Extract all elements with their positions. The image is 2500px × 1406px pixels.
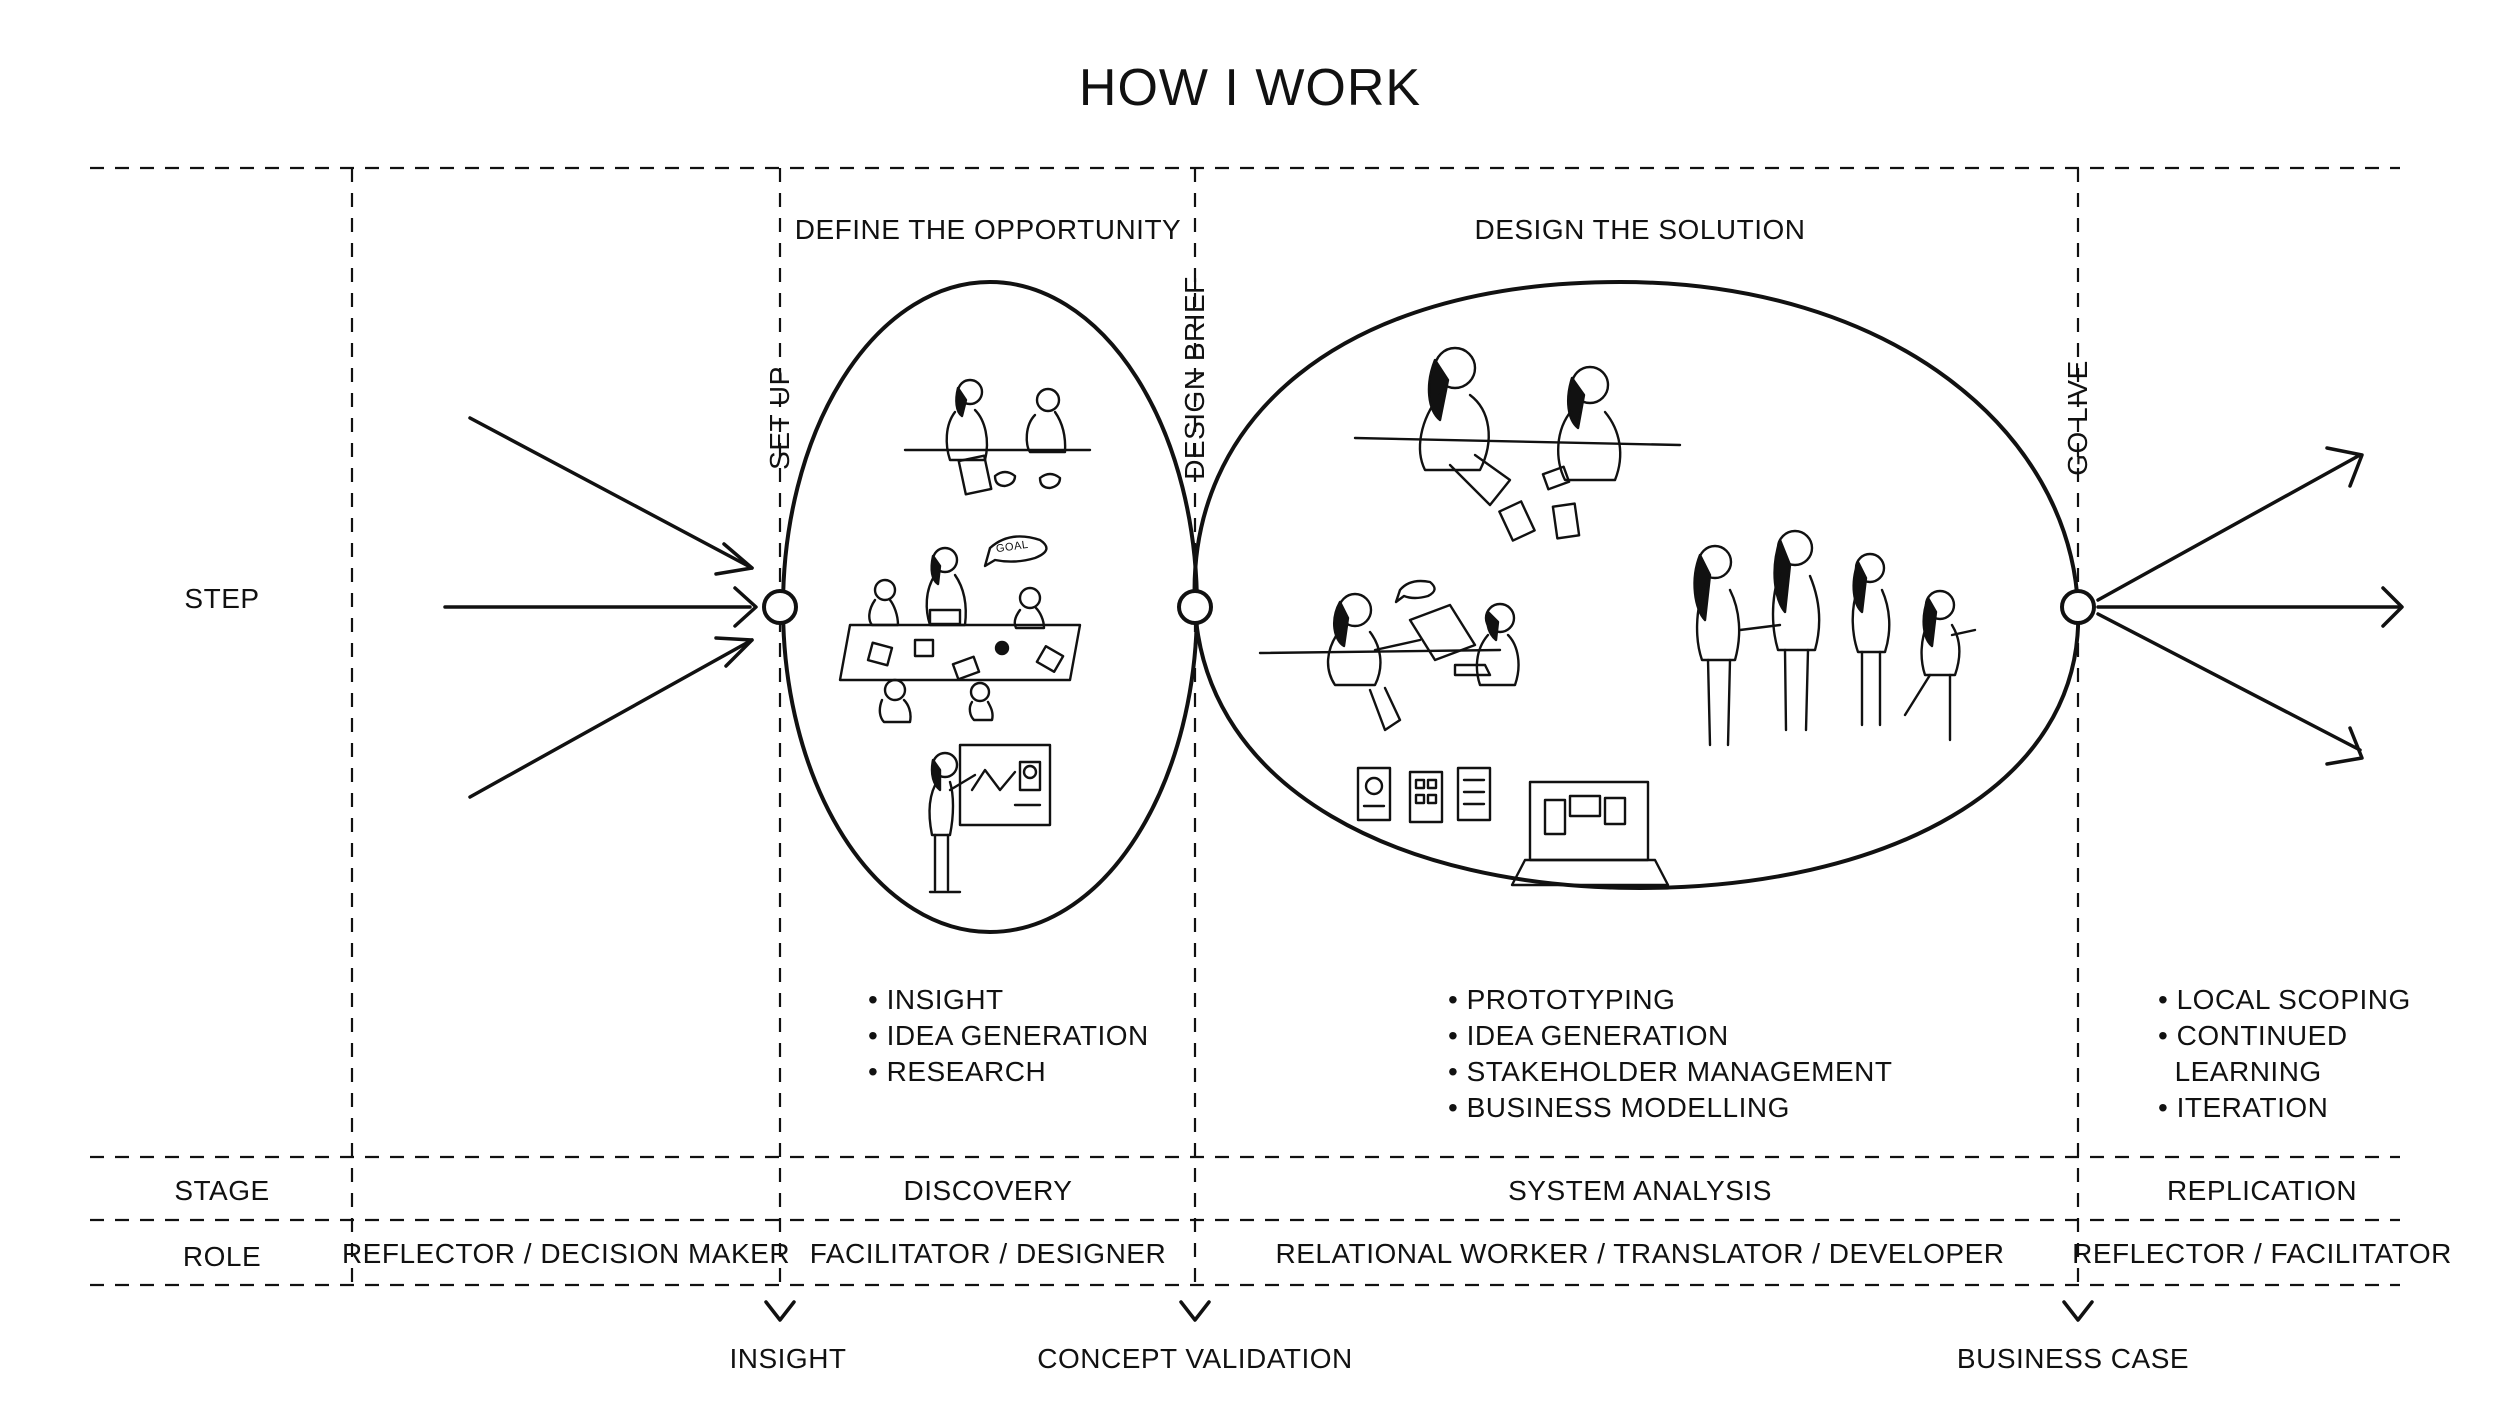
diverging-arrows (2096, 446, 2404, 766)
activity-item: INSIGHT (868, 982, 1149, 1018)
sketch-laptop-meeting (1258, 579, 1520, 732)
activity-item: ITERATION (2158, 1090, 2411, 1126)
role-pre: REFLECTOR / DECISION MAKER (341, 1238, 791, 1269)
gate-go-live-node (2060, 589, 2096, 625)
activity-item: IDEA GENERATION (868, 1018, 1149, 1054)
activity-item: PROTOTYPING (1448, 982, 1892, 1018)
stage-discovery: DISCOVERY (903, 1175, 1073, 1206)
stage-system-analysis: SYSTEM ANALYSIS (1508, 1175, 1772, 1206)
discovery-activities: INSIGHT IDEA GENERATION RESEARCH (868, 982, 1149, 1090)
sketch-standing-group (1693, 529, 1977, 747)
milestone-business-case: BUSINESS CASE (1956, 1343, 2190, 1374)
gate-design-brief-node (1177, 589, 1213, 625)
sketch-conversation-table (903, 378, 1092, 496)
row-label-role: ROLE (182, 1241, 262, 1272)
converging-arrows (443, 416, 758, 799)
design-diamond-shape (1192, 279, 2081, 891)
phase-define-heading: DEFINE THE OPPORTUNITY (794, 214, 1182, 245)
role-replication: REFLECTOR / FACILITATOR (2072, 1238, 2452, 1269)
define-diamond-shape (781, 280, 1199, 934)
gate-setup-node (762, 589, 798, 625)
milestone-business-chevron (2062, 1300, 2094, 1322)
gate-design-brief-label: DESIGN BRIEF (1179, 276, 1210, 480)
activity-item: RESEARCH (868, 1054, 1149, 1090)
sketch-presenting-board (928, 743, 1052, 894)
milestone-insight-chevron (764, 1300, 796, 1322)
row-label-step: STEP (184, 583, 260, 614)
role-discovery: FACILITATOR / DESIGNER (809, 1238, 1167, 1269)
gate-go-live-label: GO LIVE (2062, 360, 2093, 476)
page-title: HOW I WORK (1078, 59, 1422, 117)
milestone-insight: INSIGHT (729, 1343, 847, 1374)
sketch-workshop-table (838, 535, 1082, 724)
replication-activities: LOCAL SCOPING CONTINUED LEARNING ITERATI… (2158, 982, 2411, 1126)
activity-item: IDEA GENERATION (1448, 1018, 1892, 1054)
activity-item: LOCAL SCOPING (2158, 982, 2411, 1018)
system-analysis-activities: PROTOTYPING IDEA GENERATION STAKEHOLDER … (1448, 982, 1892, 1126)
sketch-card-exchange (1353, 346, 1682, 542)
sketch-cards-and-laptop (1356, 766, 1670, 887)
activity-item: LEARNING (2174, 1056, 2322, 1087)
milestone-concept-validation: CONCEPT VALIDATION (1037, 1343, 1353, 1374)
row-label-stage: STAGE (174, 1175, 270, 1206)
milestone-concept-chevron (1179, 1300, 1211, 1322)
gate-setup-label: SET UP (764, 366, 795, 470)
phase-design-heading: DESIGN THE SOLUTION (1474, 214, 1806, 245)
role-system-analysis: RELATIONAL WORKER / TRANSLATOR / DEVELOP… (1275, 1238, 2005, 1269)
activity-item: BUSINESS MODELLING (1448, 1090, 1892, 1126)
activity-item: STAKEHOLDER MANAGEMENT (1448, 1054, 1892, 1090)
stage-replication: REPLICATION (2166, 1175, 2358, 1206)
activity-item: CONTINUED (2158, 1018, 2411, 1054)
